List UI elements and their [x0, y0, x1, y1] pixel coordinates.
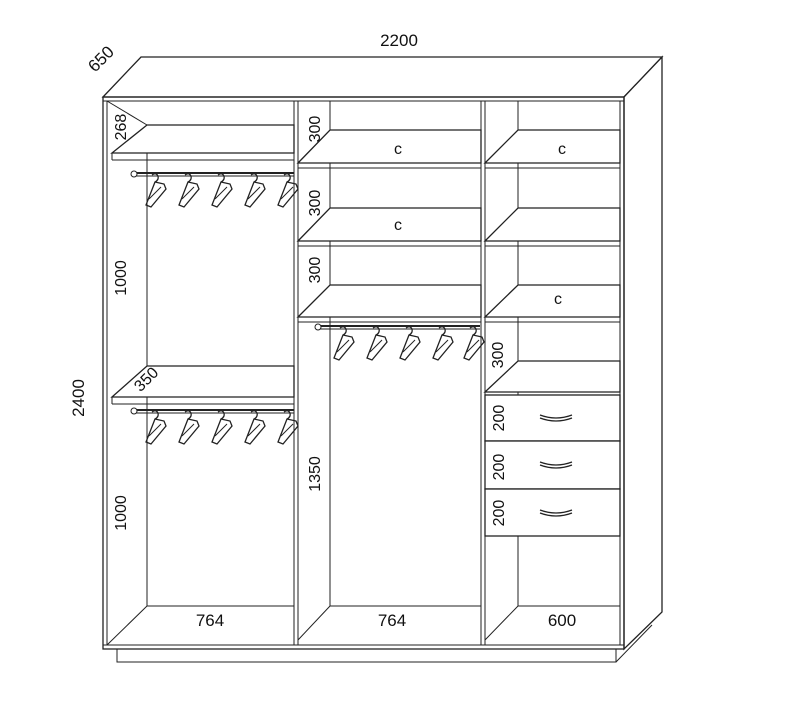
hanger-icon	[432, 326, 454, 361]
middle-shelf-2-label: c	[394, 217, 402, 234]
depth-label: 650	[84, 42, 117, 75]
hanging-rod-icon	[130, 170, 294, 178]
hanger-icon	[178, 173, 200, 208]
hanging-rod-icon	[314, 323, 480, 331]
hanger-icon	[366, 326, 388, 361]
drawer-handle-icon	[539, 461, 573, 469]
right-shelf-2	[483, 207, 621, 242]
hanger-icon	[178, 410, 200, 445]
hanger-icon	[333, 326, 355, 361]
left-upper-hanging-height: 1000	[113, 260, 130, 296]
drawer-handle-icon	[539, 414, 573, 422]
hanger-icon	[211, 410, 233, 445]
hanger-icon	[145, 410, 167, 445]
hanger-icon	[463, 326, 485, 361]
drawer-1-height: 200	[491, 405, 508, 432]
hanger-icon	[244, 410, 266, 445]
top-panel	[101, 56, 664, 98]
right-shelf-4	[483, 360, 621, 393]
left-lower-hanging-height: 1000	[113, 495, 130, 531]
right-shelf-height: 300	[490, 342, 507, 369]
right-shelf-3	[483, 284, 621, 318]
partition-right	[480, 100, 486, 646]
hanger-icon	[277, 410, 299, 445]
middle-shelf-1-label: c	[394, 141, 402, 158]
right-side-panel	[623, 55, 663, 651]
middle-shelf-3	[296, 284, 482, 318]
left-middle-shelf	[110, 365, 295, 398]
hanger-icon	[277, 173, 299, 208]
left-top-shelf-height: 268	[113, 114, 130, 141]
middle-shelf-1-height: 300	[307, 116, 324, 143]
hanger-icon	[145, 173, 167, 208]
front-frame	[102, 96, 625, 650]
middle-hanging-height: 1350	[307, 456, 324, 492]
total-height-label: 2400	[69, 379, 88, 417]
drawer-2-height: 200	[491, 454, 508, 481]
left-width-label: 764	[196, 611, 224, 630]
drawer-handle-icon	[539, 509, 573, 517]
hanging-rod-icon	[130, 407, 294, 415]
right-shelf-1	[483, 129, 621, 164]
hanger-icon	[244, 173, 266, 208]
right-shelf-3-label: c	[554, 291, 562, 308]
right-shelf-1-label: c	[558, 141, 566, 158]
drawer-3-height: 200	[491, 500, 508, 527]
hanger-icon	[399, 326, 421, 361]
middle-width-label: 764	[378, 611, 406, 630]
left-top-shelf	[110, 124, 295, 154]
plinth	[116, 649, 617, 663]
plinth-edge	[615, 624, 653, 663]
total-width-label: 2200	[380, 31, 418, 50]
middle-shelf-1	[296, 129, 482, 164]
hangers-group	[130, 170, 485, 445]
middle-shelf-2	[296, 207, 482, 242]
middle-shelf-3-height: 300	[307, 257, 324, 284]
middle-shelf-2-height: 300	[307, 190, 324, 217]
right-width-label: 600	[548, 611, 576, 630]
hanger-icon	[211, 173, 233, 208]
